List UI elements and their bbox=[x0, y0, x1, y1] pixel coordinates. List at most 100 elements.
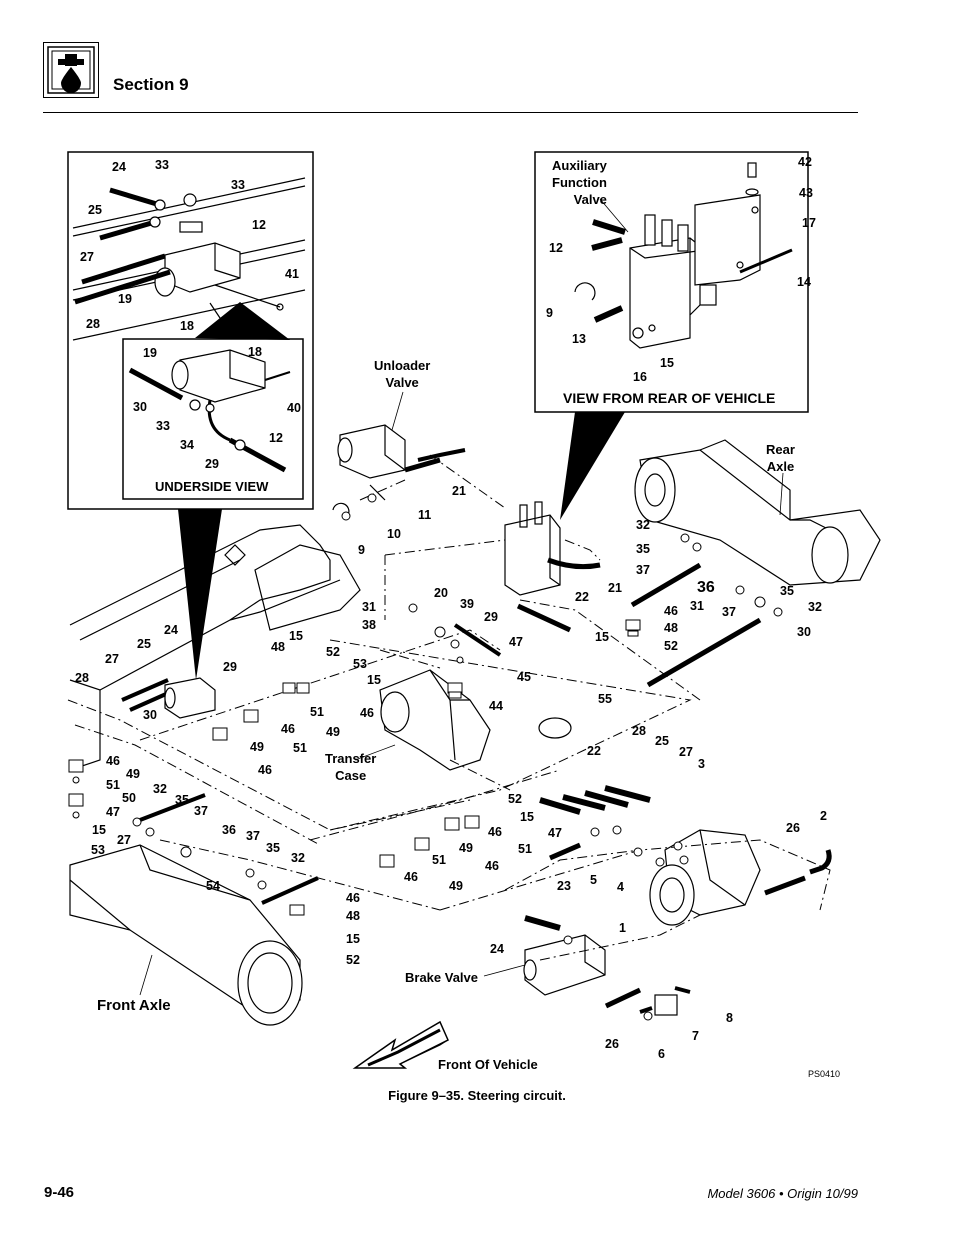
svg-text:27: 27 bbox=[105, 652, 119, 666]
svg-text:46: 46 bbox=[485, 859, 499, 873]
svg-text:46: 46 bbox=[404, 870, 418, 884]
page-number: 9-46 bbox=[44, 1184, 75, 1201]
svg-text:37: 37 bbox=[194, 804, 208, 818]
svg-text:4: 4 bbox=[617, 880, 624, 894]
svg-text:46: 46 bbox=[346, 891, 360, 905]
svg-text:15: 15 bbox=[660, 356, 674, 370]
label-line: Rear bbox=[766, 442, 795, 457]
svg-text:12: 12 bbox=[252, 218, 266, 232]
svg-text:51: 51 bbox=[518, 842, 532, 856]
svg-text:37: 37 bbox=[246, 829, 260, 843]
svg-text:2: 2 bbox=[820, 809, 827, 823]
svg-text:12: 12 bbox=[269, 431, 283, 445]
svg-text:32: 32 bbox=[808, 600, 822, 614]
section-title: Section 9 bbox=[113, 75, 189, 94]
svg-text:7: 7 bbox=[692, 1029, 699, 1043]
label-line: Valve bbox=[573, 192, 607, 207]
svg-text:47: 47 bbox=[509, 635, 523, 649]
svg-text:30: 30 bbox=[143, 708, 157, 722]
svg-text:48: 48 bbox=[346, 909, 360, 923]
svg-text:14: 14 bbox=[797, 275, 811, 289]
svg-text:46: 46 bbox=[106, 754, 120, 768]
svg-text:46: 46 bbox=[488, 825, 502, 839]
svg-text:54: 54 bbox=[206, 879, 220, 893]
svg-text:15: 15 bbox=[520, 810, 534, 824]
svg-text:48: 48 bbox=[664, 621, 678, 635]
svg-text:30: 30 bbox=[133, 400, 147, 414]
label-line: Axle bbox=[766, 459, 795, 474]
svg-text:46: 46 bbox=[258, 763, 272, 777]
brake-valve-label: Brake Valve bbox=[405, 970, 479, 985]
svg-text:11: 11 bbox=[418, 508, 431, 522]
svg-text:46: 46 bbox=[664, 604, 678, 618]
svg-text:5: 5 bbox=[590, 873, 597, 887]
svg-text:26: 26 bbox=[786, 821, 800, 835]
svg-text:49: 49 bbox=[326, 725, 340, 739]
svg-text:15: 15 bbox=[367, 673, 381, 687]
svg-text:25: 25 bbox=[655, 734, 669, 748]
svg-text:24: 24 bbox=[490, 942, 504, 956]
section-icon bbox=[43, 42, 99, 98]
figure-caption: Figure 9–35. Steering circuit. bbox=[388, 1088, 566, 1103]
aux-function-valve-label: Auxiliary Function Valve bbox=[552, 157, 607, 208]
label-line: Case bbox=[335, 768, 367, 783]
svg-text:46: 46 bbox=[360, 706, 374, 720]
model-note: Model 3606 • Origin 10/99 bbox=[707, 1186, 858, 1201]
svg-text:42: 42 bbox=[798, 155, 812, 169]
underside-view-title: UNDERSIDE VIEW bbox=[155, 479, 269, 494]
svg-text:49: 49 bbox=[250, 740, 264, 754]
svg-text:36: 36 bbox=[697, 579, 715, 596]
svg-text:36: 36 bbox=[222, 823, 236, 837]
svg-text:51: 51 bbox=[106, 778, 120, 792]
svg-text:52: 52 bbox=[346, 953, 360, 967]
svg-text:25: 25 bbox=[137, 637, 151, 651]
svg-text:22: 22 bbox=[587, 744, 601, 758]
svg-text:35: 35 bbox=[636, 542, 650, 556]
header-rule bbox=[43, 112, 858, 113]
svg-text:31: 31 bbox=[362, 600, 376, 614]
svg-text:16: 16 bbox=[633, 370, 647, 384]
svg-text:18: 18 bbox=[248, 345, 262, 359]
svg-text:33: 33 bbox=[231, 178, 245, 192]
svg-text:19: 19 bbox=[118, 292, 132, 306]
svg-text:15: 15 bbox=[289, 629, 303, 643]
svg-text:43: 43 bbox=[799, 186, 813, 200]
svg-text:39: 39 bbox=[460, 597, 474, 611]
svg-text:46: 46 bbox=[281, 722, 295, 736]
svg-text:15: 15 bbox=[92, 823, 106, 837]
svg-text:10: 10 bbox=[387, 527, 401, 541]
svg-text:22: 22 bbox=[575, 590, 589, 604]
svg-text:1: 1 bbox=[619, 921, 626, 935]
svg-text:28: 28 bbox=[86, 317, 100, 331]
svg-text:52: 52 bbox=[664, 639, 678, 653]
svg-text:32: 32 bbox=[291, 851, 305, 865]
svg-text:37: 37 bbox=[722, 605, 736, 619]
svg-text:12: 12 bbox=[549, 241, 563, 255]
svg-text:40: 40 bbox=[287, 401, 301, 415]
svg-text:32: 32 bbox=[636, 518, 650, 532]
svg-text:25: 25 bbox=[88, 203, 102, 217]
svg-text:32: 32 bbox=[153, 782, 167, 796]
svg-text:13: 13 bbox=[572, 332, 586, 346]
svg-text:49: 49 bbox=[459, 841, 473, 855]
svg-text:53: 53 bbox=[353, 657, 367, 671]
svg-text:29: 29 bbox=[205, 457, 219, 471]
svg-text:21: 21 bbox=[608, 581, 622, 595]
figure-ref-code: PS0410 bbox=[808, 1069, 841, 1079]
rear-view-title: VIEW FROM REAR OF VEHICLE bbox=[563, 390, 776, 406]
svg-text:21: 21 bbox=[452, 484, 466, 498]
transfer-case-label: Transfer Case bbox=[325, 750, 376, 784]
svg-text:27: 27 bbox=[679, 745, 693, 759]
label-line: Valve bbox=[385, 375, 419, 390]
svg-text:24: 24 bbox=[164, 623, 178, 637]
svg-text:28: 28 bbox=[632, 724, 646, 738]
svg-text:27: 27 bbox=[117, 833, 131, 847]
svg-text:19: 19 bbox=[143, 346, 157, 360]
svg-text:51: 51 bbox=[432, 853, 446, 867]
unloader-valve-label: Unloader Valve bbox=[374, 357, 430, 391]
svg-text:55: 55 bbox=[598, 692, 612, 706]
svg-text:33: 33 bbox=[156, 419, 170, 433]
svg-text:44: 44 bbox=[489, 699, 503, 713]
svg-text:45: 45 bbox=[517, 670, 531, 684]
